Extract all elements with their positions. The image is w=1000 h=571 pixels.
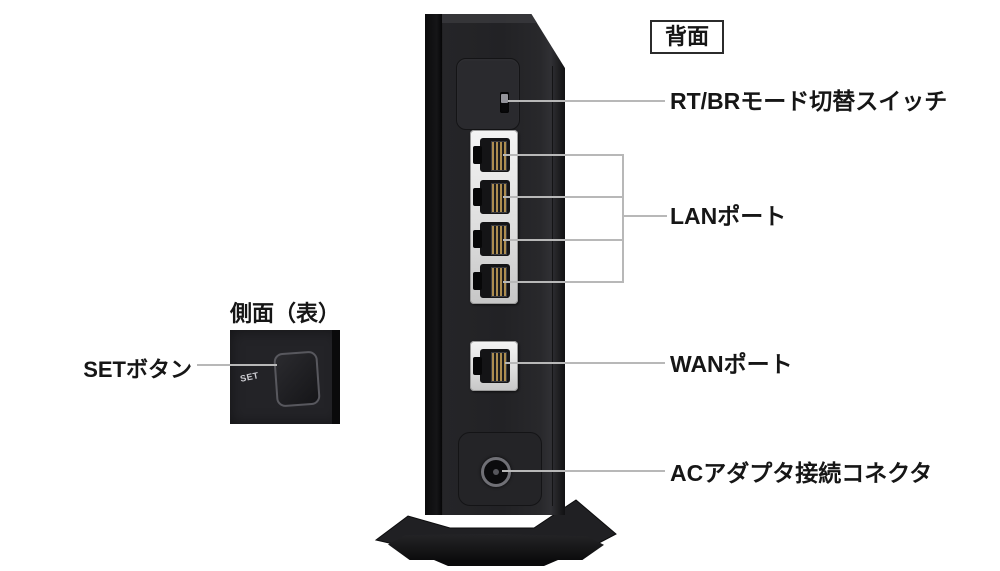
callout-line-lan-label (623, 215, 667, 217)
callout-line-set (197, 364, 277, 366)
lan-port-jack-3 (473, 222, 510, 256)
wan-port-panel (470, 341, 518, 391)
back-view-label: 背面 (650, 20, 725, 54)
callout-line-lan-1 (503, 154, 623, 156)
side-view-label: 側面（表） (229, 301, 340, 326)
callout-bracket-lan (622, 154, 624, 283)
callout-label-ac: ACアダプタ接続コネクタ (670, 460, 933, 486)
ac-connector-pin (493, 469, 499, 475)
callout-line-lan-2 (503, 196, 623, 198)
callout-line-mode-switch (508, 100, 665, 102)
lan-port-jack-1 (473, 138, 510, 172)
router-stand-base (388, 534, 604, 560)
lan-port-jack-4 (473, 264, 510, 298)
callout-label-lan: LANポート (670, 203, 787, 229)
callout-line-ac (502, 470, 665, 472)
callout-line-lan-4 (503, 281, 623, 283)
mode-switch-knob (501, 94, 508, 103)
set-button-engraving: SET (239, 370, 260, 384)
lan-port-jack-2 (473, 180, 510, 214)
side-view-inset: SET (230, 330, 340, 424)
set-button (273, 350, 321, 408)
panel-seam (552, 66, 553, 506)
callout-label-mode-switch: RT/BRモード切替スイッチ (670, 88, 948, 114)
router-back-view (425, 14, 565, 515)
callout-label-set: SETボタン (83, 357, 192, 382)
mode-switch-recess (456, 58, 520, 130)
callout-line-wan (505, 362, 665, 364)
ac-adapter-connector (481, 457, 511, 487)
callout-line-lan-3 (503, 239, 623, 241)
router-left-edge (425, 14, 442, 515)
wan-port-jack (473, 349, 510, 383)
callout-label-wan: WANポート (670, 351, 793, 377)
lan-port-panel (470, 130, 518, 304)
mode-switch-slot (500, 92, 509, 113)
